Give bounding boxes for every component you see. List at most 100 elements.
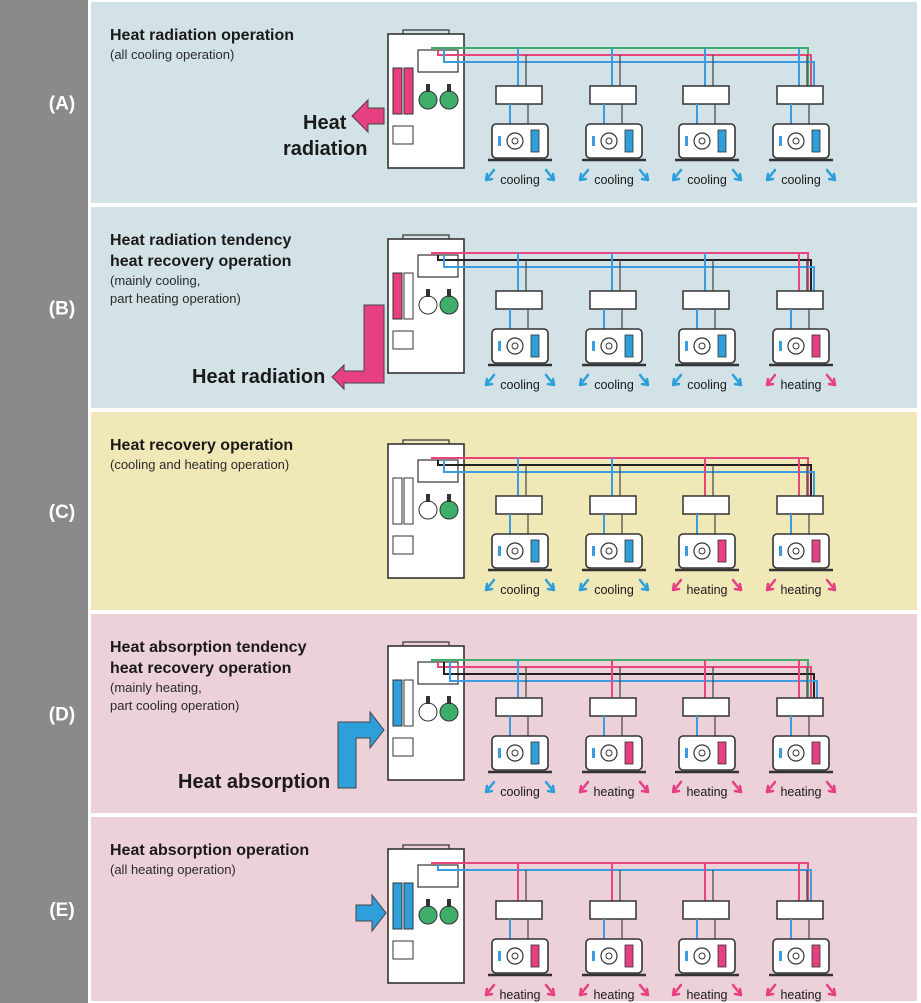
unit-mode-label: cooling [500,785,540,799]
indoor-coil [624,741,634,765]
panel-title: Heat recovery operation [110,437,293,454]
unit-mode-label: heating [780,583,821,597]
unit-mode-label: cooling [500,378,540,392]
airflow-left-icon [578,780,590,794]
indoor-unit: heating [671,660,743,799]
indoor-unit: heating [578,863,650,1002]
indoor-valve [779,951,782,961]
fan-icon [506,542,524,560]
indoor-coil [624,334,634,358]
compressor-neck [447,899,451,907]
refrigerant-pipe [431,457,809,496]
indoor-valve [592,748,595,758]
refrigerant-pipe [449,662,818,698]
indoor-valve [685,546,688,556]
fan-icon [693,542,711,560]
fan-icon [600,337,618,355]
panel-title: Heat absorption operation [110,842,309,859]
compressor [439,702,459,722]
indoor-coil [717,334,727,358]
unit-mode-label: heating [686,785,727,799]
indoor-coil [624,539,634,563]
refrigerant-pipe [437,662,812,698]
unit-mode-label: heating [686,988,727,1002]
indoor-unit: heating [578,660,650,799]
compressor-neck [426,494,430,502]
heat-exchanger [392,67,403,115]
unit-mode-label: cooling [687,173,727,187]
indoor-coil [530,539,540,563]
bc-controller-box [589,85,637,105]
unit-mode-label: cooling [781,173,821,187]
unit-mode-label: heating [499,988,540,1002]
fan-icon [600,744,618,762]
refrigerant-pipe [443,255,815,291]
compressor [418,905,438,925]
fan-icon [600,947,618,965]
heat-exchanger [392,679,403,727]
unit-mode-label: heating [780,378,821,392]
indoor-unit: cooling [671,48,743,187]
indoor-unit: cooling [578,458,650,597]
airflow-left-icon [578,373,590,387]
compressor [418,500,438,520]
airflow-right-icon [638,168,650,182]
fan-icon [787,947,805,965]
accumulator [392,125,414,145]
refrigerant-pipe [443,662,815,698]
compressor-neck [447,289,451,297]
airflow-left-icon [765,373,777,387]
indoor-valve [685,136,688,146]
indoor-unit: cooling [578,48,650,187]
compressor-neck [426,696,430,704]
compressor-neck [426,84,430,92]
fan-icon [787,744,805,762]
indoor-unit: cooling [484,253,556,392]
airflow-right-icon [638,578,650,592]
airflow-left-icon [484,983,496,997]
heat-exchanger [403,477,414,525]
indoor-coil [811,539,821,563]
indoor-coil [717,741,727,765]
airflow-left-icon [765,983,777,997]
indoor-coil [811,129,821,153]
heat-exchanger [392,882,403,930]
bc-controller-box [589,697,637,717]
unit-mode-label: heating [780,988,821,1002]
unit-mode-label: heating [686,583,727,597]
fan-icon [600,132,618,150]
airflow-right-icon [544,168,556,182]
airflow-left-icon [578,983,590,997]
airflow-right-icon [544,780,556,794]
compressor [439,295,459,315]
airflow-left-icon [484,578,496,592]
fan-hub [698,952,706,960]
fan-hub [511,342,519,350]
bc-controller-box [495,290,543,310]
panel-title: heat recovery operation [110,660,291,677]
fan-hub [698,547,706,555]
airflow-left-icon [484,373,496,387]
unit-mode-label: heating [593,785,634,799]
airflow-right-icon [731,578,743,592]
heat-exchanger [392,477,403,525]
airflow-left-icon [484,168,496,182]
panel-subtitle: (all heating operation) [110,862,236,877]
indoor-valve [779,341,782,351]
indoor-coil [811,741,821,765]
indoor-valve [498,341,501,351]
refrigerant-pipe [431,252,809,291]
panel-title: heat recovery operation [110,253,291,270]
panel-label: (D) [49,705,75,726]
indoor-coil [624,944,634,968]
indoor-valve [592,341,595,351]
fan-hub [792,342,800,350]
panel-title: Heat absorption tendency [110,639,307,656]
panel-sidebar [0,815,88,1003]
heat-flow-label: Heat absorption [178,771,330,793]
indoor-coil [624,129,634,153]
indoor-coil [530,741,540,765]
panel-subtitle: (mainly cooling, [110,273,200,288]
airflow-right-icon [825,983,837,997]
panel-subtitle: (cooling and heating operation) [110,457,289,472]
